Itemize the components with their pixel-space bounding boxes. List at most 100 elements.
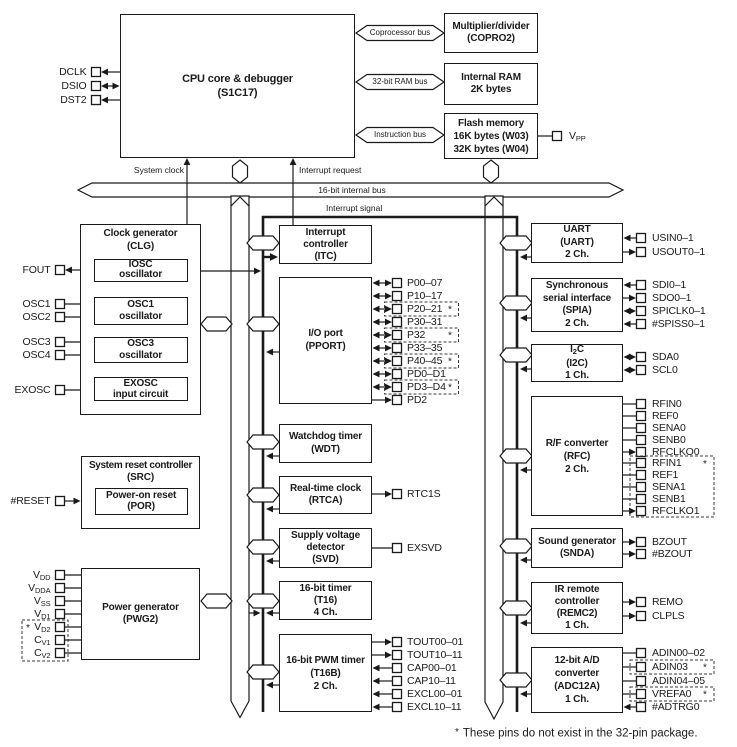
block-title-line: (PPORT) — [305, 340, 346, 352]
pin-reset: #RESET — [10, 495, 51, 507]
block-title-line: Power generator — [102, 601, 179, 613]
pin-scl0: SCL0 — [652, 364, 678, 376]
pin-pd2: PD2 — [407, 394, 427, 406]
pin-bzout: BZOUT — [652, 536, 687, 548]
block-title-line: EXOSC — [123, 377, 158, 389]
block-title-line: OSC1 — [127, 299, 154, 311]
pin-tout00-01: TOUT00–01 — [407, 636, 464, 648]
pin-excl00-01: EXCL00–01 — [407, 688, 463, 700]
block-title-line: Flash memory — [457, 117, 524, 129]
pin-usin0-1: USIN0–1 — [652, 232, 694, 244]
svg-text:*: * — [448, 383, 452, 394]
block-title-line: (RTCA) — [308, 495, 343, 506]
pin-p00-07: P00–07 — [407, 277, 443, 289]
block-title-line: converter — [554, 668, 600, 679]
pin-sda0: SDA0 — [652, 351, 679, 363]
pin-osc4: OSC4 — [22, 349, 51, 361]
block-title-line: 12-bit A/D — [554, 655, 600, 666]
block-title-line: (WDT) — [311, 443, 340, 455]
pin-cv2: CV2 — [34, 647, 51, 660]
block-title-line: (CLG) — [126, 240, 155, 252]
pin-vss: VSS — [33, 595, 51, 608]
pin-tout10-11: TOUT10–11 — [407, 649, 463, 661]
block-flash-memory: Flash memory 16K bytes (W03) 32K bytes (… — [444, 113, 538, 159]
pin-p10-17: P10–17 — [407, 290, 443, 302]
pin-p32: P32 — [407, 329, 426, 341]
pin-vpp: VPP — [569, 130, 586, 143]
block-uart: UART (UART) 2 Ch. — [531, 223, 623, 263]
system-clock-label: System clock — [133, 165, 184, 175]
block-title-line: controller — [554, 596, 600, 607]
svg-text:*: * — [448, 331, 452, 342]
block-title-line: 2 Ch. — [565, 249, 589, 261]
block-title-line: 16K bytes (W03) — [453, 130, 529, 142]
footnote: *These pins do not exist in the 32-pin p… — [455, 726, 698, 741]
coprocessor-bus-label: Coprocessor bus — [369, 28, 431, 37]
pin-adin03: ADIN03 — [652, 661, 688, 673]
block-title-line: controller — [303, 238, 348, 250]
block-title-line: Real-time clock — [289, 482, 362, 494]
block-title-line: (PWG2) — [122, 614, 159, 625]
pin-adin00-02: ADIN00–02 — [652, 647, 705, 659]
pin-sdo0-1: SDO0–1 — [652, 292, 692, 304]
block-title-line: (REMC2) — [556, 608, 598, 619]
block-clg: Clock generator (CLG) IOSC oscillator OS… — [80, 224, 201, 415]
block-title-line: 2 Ch. — [565, 317, 589, 329]
pin-ref0: REF0 — [652, 410, 679, 422]
block-title-line: R/F converter — [545, 437, 609, 449]
pin-vdd: VDD — [33, 569, 51, 582]
pin-bzout: #BZOUT — [652, 548, 693, 560]
block-title-line: detector — [306, 542, 345, 553]
block-title-line: 32K bytes (W04) — [453, 143, 529, 155]
block-title-line: 16-bit PWM timer — [286, 654, 365, 666]
svg-text:*: * — [703, 459, 707, 470]
block-por: Power-on reset (POR) — [94, 487, 188, 515]
pin-excl10-11: EXCL10–11 — [407, 701, 462, 713]
block-rfc: R/F converter (RFC) 2 Ch. — [531, 396, 623, 516]
block-title-line: Synchronous — [545, 280, 609, 291]
block-wdt: Watchdog timer (WDT) — [279, 424, 372, 463]
block-svd: Supply voltage detector (SVD) — [279, 528, 372, 568]
asterisk-marker: * — [455, 727, 459, 738]
pin-usout0-1: USOUT0–1 — [652, 246, 706, 258]
pin-senb0: SENB0 — [652, 434, 686, 446]
block-src: System reset controller (SRC) Power-on r… — [81, 456, 200, 529]
block-title-line: 1 Ch. — [565, 694, 589, 705]
block-title-line: (SPIA) — [562, 305, 592, 316]
pin-rfin0: RFIN0 — [652, 398, 682, 410]
pin-adin04-05: ADIN04–05 — [652, 675, 705, 687]
block-pport: I/O port (PPORT) — [279, 277, 372, 404]
block-osc1-oscillator: OSC1 oscillator — [93, 296, 188, 325]
block-cpu: CPU core & debugger (S1C17) — [120, 14, 355, 158]
block-copro2: Multiplier/divider (COPRO2) — [444, 13, 538, 53]
block-title-line: (SRC) — [126, 472, 155, 483]
block-title-line: Internal RAM — [461, 71, 521, 83]
pin-remo: REMO — [652, 596, 683, 608]
pin-adtrg0: #ADTRG0 — [652, 701, 700, 713]
pin-rfin1: RFIN1 — [652, 457, 682, 469]
block-i2c: I2C (I2C) 1 Ch. — [531, 344, 623, 382]
svg-text:*: * — [703, 690, 707, 701]
block-iosc-oscillator: IOSC oscillator — [93, 258, 188, 282]
block-title-line: Interrupt — [305, 226, 346, 238]
block-spia: Synchronous serial interface (SPIA) 2 Ch… — [531, 278, 623, 332]
block-title-line: 1 Ch. — [565, 370, 589, 381]
instruction-bus-label: Instruction bus — [373, 130, 427, 139]
ram-bus-label: 32-bit RAM bus — [372, 77, 428, 86]
pin-rfclko1: RFCLKO1 — [652, 505, 700, 517]
block-osc3-oscillator: OSC3 oscillator — [93, 336, 188, 363]
block-title-line: (SVD) — [312, 554, 339, 565]
pin-p33-35: P33–35 — [407, 342, 443, 354]
block-title-line: (I2C) — [566, 358, 588, 369]
block-title-line: OSC3 — [127, 338, 154, 350]
pin-dclk: DCLK — [59, 66, 87, 78]
pin-fout: FOUT — [22, 264, 51, 276]
pin-pd0-d1: PD0–D1 — [407, 368, 446, 380]
svg-text:*: * — [448, 305, 452, 316]
pin-osc2: OSC2 — [22, 311, 51, 323]
block-title-line: 1 Ch. — [565, 620, 589, 631]
block-remc2: IR remote controller (REMC2) 1 Ch. — [531, 582, 623, 634]
pin-p20-21: P20–21 — [407, 303, 443, 315]
block-title-line: Sound generator — [538, 535, 616, 547]
